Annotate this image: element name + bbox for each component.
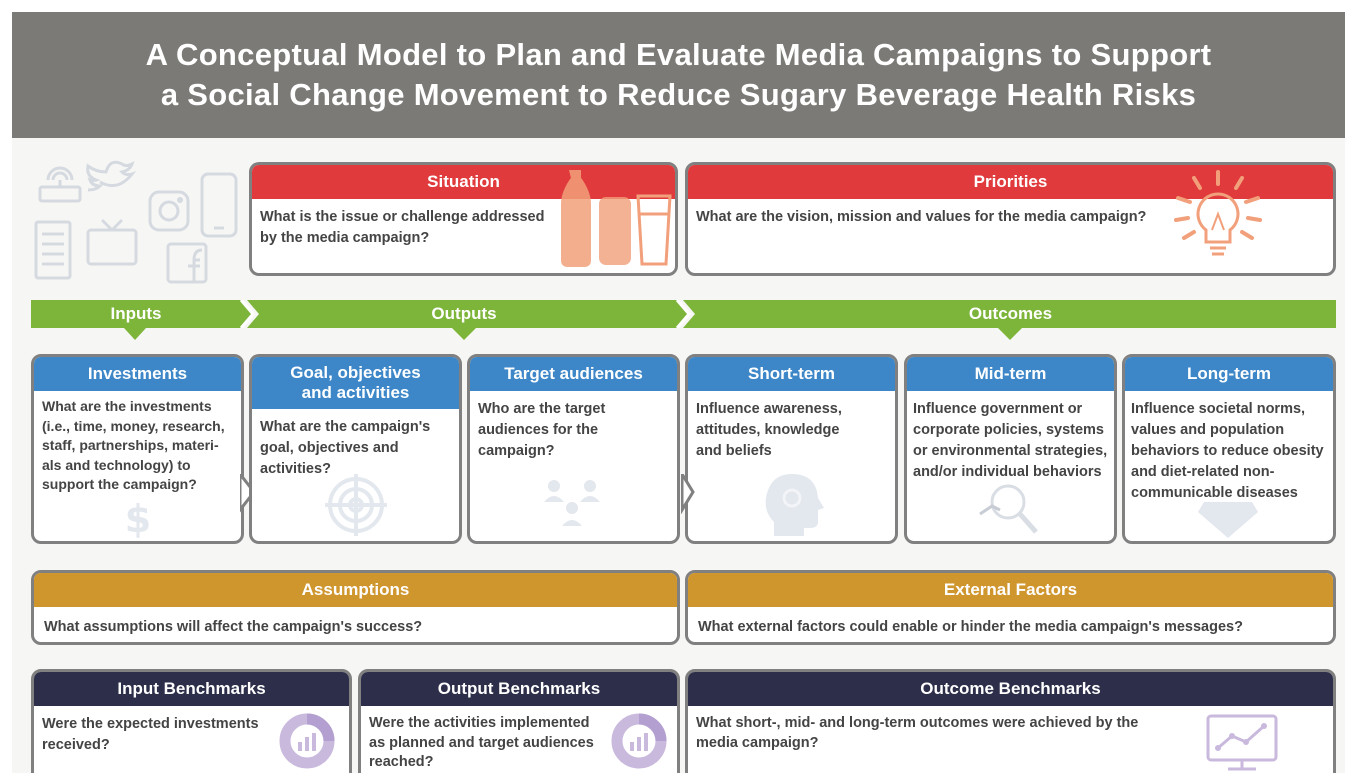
investments-pointer	[240, 474, 256, 513]
inputs-arrow	[31, 300, 253, 328]
input-benchmarks-text: Were the expected investments received?	[42, 716, 259, 753]
output-benchmarks-box: Output Benchmarks Were the activities im…	[358, 669, 680, 773]
input-benchmarks-header: Input Benchmarks	[34, 672, 349, 706]
people-icon	[544, 480, 600, 526]
outputs-arrow	[247, 300, 689, 328]
title-line-1: A Conceptual Model to Plan and Evaluate …	[145, 37, 1212, 72]
long-term-header: Long-term	[1125, 357, 1333, 391]
investments-text: What are the investments (i.e., time, mo…	[42, 398, 225, 492]
audiences-header: Target audiences	[470, 357, 677, 391]
outputs-label: Outputs	[431, 304, 497, 323]
router-icon	[38, 166, 82, 203]
investments-box: Investments What are the investments (i.…	[31, 354, 244, 544]
title-line-2: a Social Change Movement to Reduce Sugar…	[160, 77, 1197, 112]
output-benchmarks-text: Were the activities implemented as plann…	[369, 715, 594, 770]
outputs-outcomes-pointer	[681, 474, 695, 514]
assumptions-text: What assumptions will affect the campaig…	[44, 619, 423, 635]
magnifier-icon	[979, 484, 1038, 534]
output-benchmarks-header: Output Benchmarks	[361, 672, 677, 706]
goal-box: Goal, objectives and activities What are…	[249, 354, 462, 544]
outcome-benchmarks-header: Outcome Benchmarks	[688, 672, 1333, 706]
short-term-header: Short-term	[688, 357, 895, 391]
goal-header-line-2: and activities	[301, 383, 410, 402]
assumptions-header: Assumptions	[34, 573, 677, 607]
assumptions-box: Assumptions What assumptions will affect…	[31, 570, 680, 645]
outcome-benchmarks-text: What short-, mid- and long-term outcomes…	[696, 715, 1139, 751]
title-banner: A Conceptual Model to Plan and Evaluate …	[12, 12, 1345, 138]
inputs-label: Inputs	[110, 304, 162, 323]
dollar-icon: $	[125, 497, 151, 538]
external-factors-text: What external factors could enable or hi…	[698, 619, 1243, 635]
phone-icon	[200, 172, 238, 238]
situation-text: What is the issue or challenge addressed…	[260, 209, 545, 246]
facebook-icon	[166, 242, 208, 284]
svg-text:$: $	[125, 497, 151, 538]
mid-term-header: Mid-term	[907, 357, 1114, 391]
head-icon	[765, 474, 824, 536]
goal-header-line-1: Goal, objectives	[290, 363, 421, 382]
lightbulb-icon	[1174, 170, 1262, 256]
outcomes-label: Outcomes	[968, 304, 1053, 323]
priorities-box: Priorities What are the vision, mission …	[685, 162, 1336, 276]
audiences-box: Target audiences Who are the target audi…	[467, 354, 680, 544]
monitor-graph-icon	[1206, 714, 1278, 771]
short-term-text: Influence awareness, attitudes, knowledg…	[696, 401, 842, 459]
long-term-text: Influence societal norms, values and pop…	[1131, 401, 1324, 501]
investments-header: Investments	[34, 357, 241, 391]
priorities-header: Priorities	[688, 165, 1333, 199]
external-factors-box: External Factors What external factors c…	[685, 570, 1336, 645]
media-icons-cluster	[34, 160, 238, 284]
tv-icon	[86, 218, 138, 266]
long-term-box: Long-term Influence societal norms, valu…	[1122, 354, 1336, 544]
mid-term-box: Mid-term Influence government or corpora…	[904, 354, 1117, 544]
flow-arrow-band	[31, 300, 1336, 328]
audiences-text: Who are the target audiences for the cam…	[478, 401, 606, 459]
external-factors-header: External Factors	[688, 573, 1333, 607]
document-icon	[34, 220, 72, 280]
mid-term-text: Influence government or corporate polici…	[913, 401, 1108, 480]
donut-chart-icon	[279, 713, 335, 769]
instagram-icon	[148, 190, 190, 232]
outcomes-arrow	[683, 300, 1336, 328]
target-icon	[325, 474, 387, 536]
diamond-icon	[1198, 502, 1258, 538]
goal-header: Goal, objectives and activities	[252, 357, 459, 409]
sugary-drinks-icon	[561, 170, 672, 267]
priorities-text: What are the vision, mission and values …	[696, 209, 1147, 225]
goal-text: What are the campaign's goal, objectives…	[260, 419, 431, 477]
twitter-icon	[86, 160, 137, 192]
flow-pointers	[124, 328, 1022, 340]
situation-header: Situation	[252, 165, 675, 199]
outcome-benchmarks-box: Outcome Benchmarks What short-, mid- and…	[685, 669, 1336, 773]
donut-chart-icon	[611, 713, 667, 769]
